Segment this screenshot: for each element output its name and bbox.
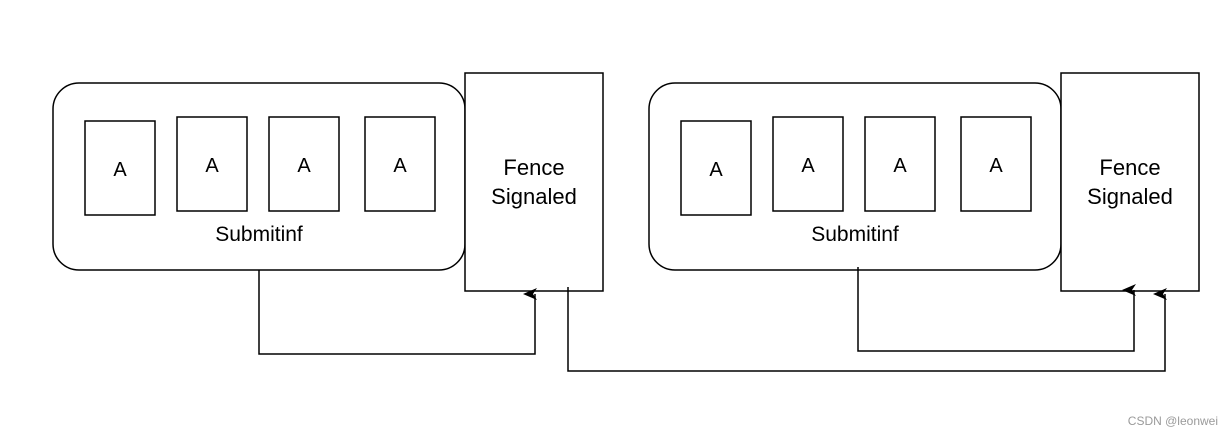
- item-box-2-3: [864, 116, 936, 212]
- item-label-1-4: A: [393, 155, 407, 177]
- item-label-1-3: A: [297, 155, 311, 177]
- item-label-2-1: A: [709, 159, 723, 181]
- item-box-2-1: [680, 120, 752, 216]
- item-label-2-4: A: [989, 155, 1003, 177]
- item-box-1-3: [268, 116, 340, 212]
- fence-box-1: [464, 72, 604, 292]
- item-label-2-2: A: [801, 155, 815, 177]
- fence-box-2: [1060, 72, 1200, 292]
- fence-label-1-line2: Signaled: [491, 184, 577, 209]
- item-label-1-1: A: [113, 159, 127, 181]
- watermark: CSDN @leonwei: [1127, 414, 1218, 428]
- item-box-2-4: [960, 116, 1032, 212]
- item-box-1-1: [84, 120, 156, 216]
- item-box-1-4: [364, 116, 436, 212]
- connector-submit1-to-fence1: [258, 270, 537, 355]
- fence-label-1-line1: Fence: [503, 155, 564, 180]
- submit-info-label-1: Submitinf: [215, 223, 303, 246]
- item-label-2-3: A: [893, 155, 907, 177]
- submit-info-label-2: Submitinf: [811, 223, 899, 246]
- item-box-1-2: [176, 116, 248, 212]
- connector-fence1-to-fence2: [567, 287, 1167, 372]
- item-label-1-2: A: [205, 155, 219, 177]
- fence-label-2-line1: Fence: [1099, 155, 1160, 180]
- group-2: A A A A Submitinf Fence Signaled: [648, 72, 1200, 292]
- connector-submit2-to-fence2: [857, 267, 1136, 352]
- item-box-2-2: [772, 116, 844, 212]
- group-1: A A A A Submitinf Fence Signaled: [52, 72, 604, 292]
- fence-label-2-line2: Signaled: [1087, 184, 1173, 209]
